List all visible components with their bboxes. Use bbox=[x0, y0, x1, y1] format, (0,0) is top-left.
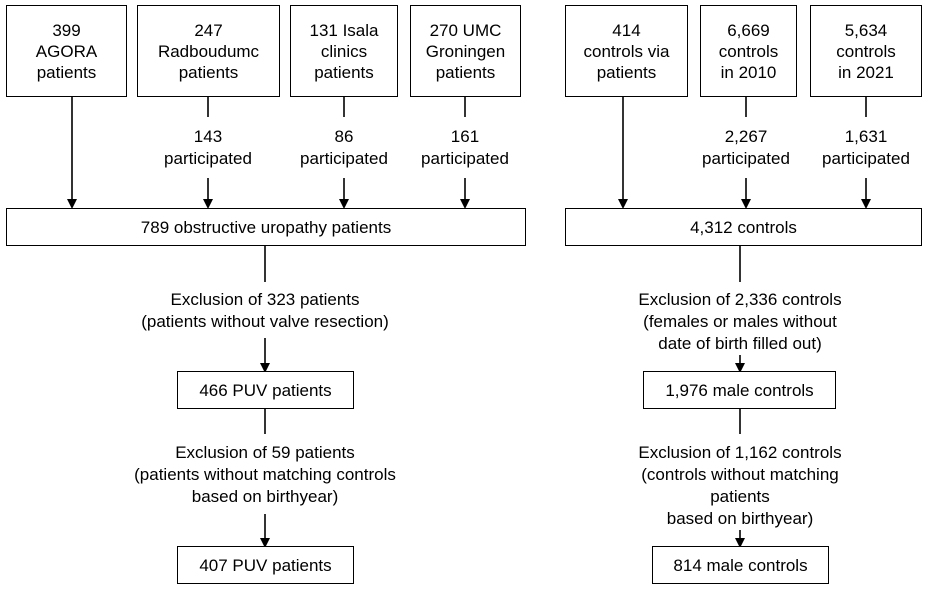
final-male-controls-box: 814 male controls bbox=[652, 546, 829, 584]
patients-exclusion-1: Exclusion of 323 patients (patients with… bbox=[141, 289, 389, 333]
puv-patients-box: 466 PUV patients bbox=[177, 371, 354, 409]
combined-controls-box: 4,312 controls bbox=[565, 208, 922, 246]
participated-label-2010: 2,267 participated bbox=[702, 126, 790, 170]
source-box-radboudumc: 247 Radboudumc patients bbox=[137, 5, 280, 97]
patients-exclusion-2: Exclusion of 59 patients (patients witho… bbox=[134, 442, 396, 508]
male-controls-box: 1,976 male controls bbox=[643, 371, 836, 409]
controls-exclusion-1: Exclusion of 2,336 controls (females or … bbox=[637, 289, 843, 355]
source-box-controls-via-patients: 414 controls via patients bbox=[565, 5, 688, 97]
final-puv-patients-box: 407 PUV patients bbox=[177, 546, 354, 584]
source-box-controls-2021: 5,634 controls in 2021 bbox=[810, 5, 922, 97]
participated-label-umcg: 161 participated bbox=[421, 126, 509, 170]
source-box-isala: 131 Isala clinics patients bbox=[290, 5, 398, 97]
participated-label-radboudumc: 143 participated bbox=[164, 126, 252, 170]
controls-exclusion-2: Exclusion of 1,162 controls (controls wi… bbox=[637, 442, 843, 530]
source-box-umcg: 270 UMC Groningen patients bbox=[410, 5, 521, 97]
participated-label-2021: 1,631 participated bbox=[822, 126, 910, 170]
participated-label-isala: 86 participated bbox=[300, 126, 388, 170]
source-box-agora: 399 AGORA patients bbox=[6, 5, 127, 97]
combined-patients-box: 789 obstructive uropathy patients bbox=[6, 208, 526, 246]
source-box-controls-2010: 6,669 controls in 2010 bbox=[700, 5, 797, 97]
